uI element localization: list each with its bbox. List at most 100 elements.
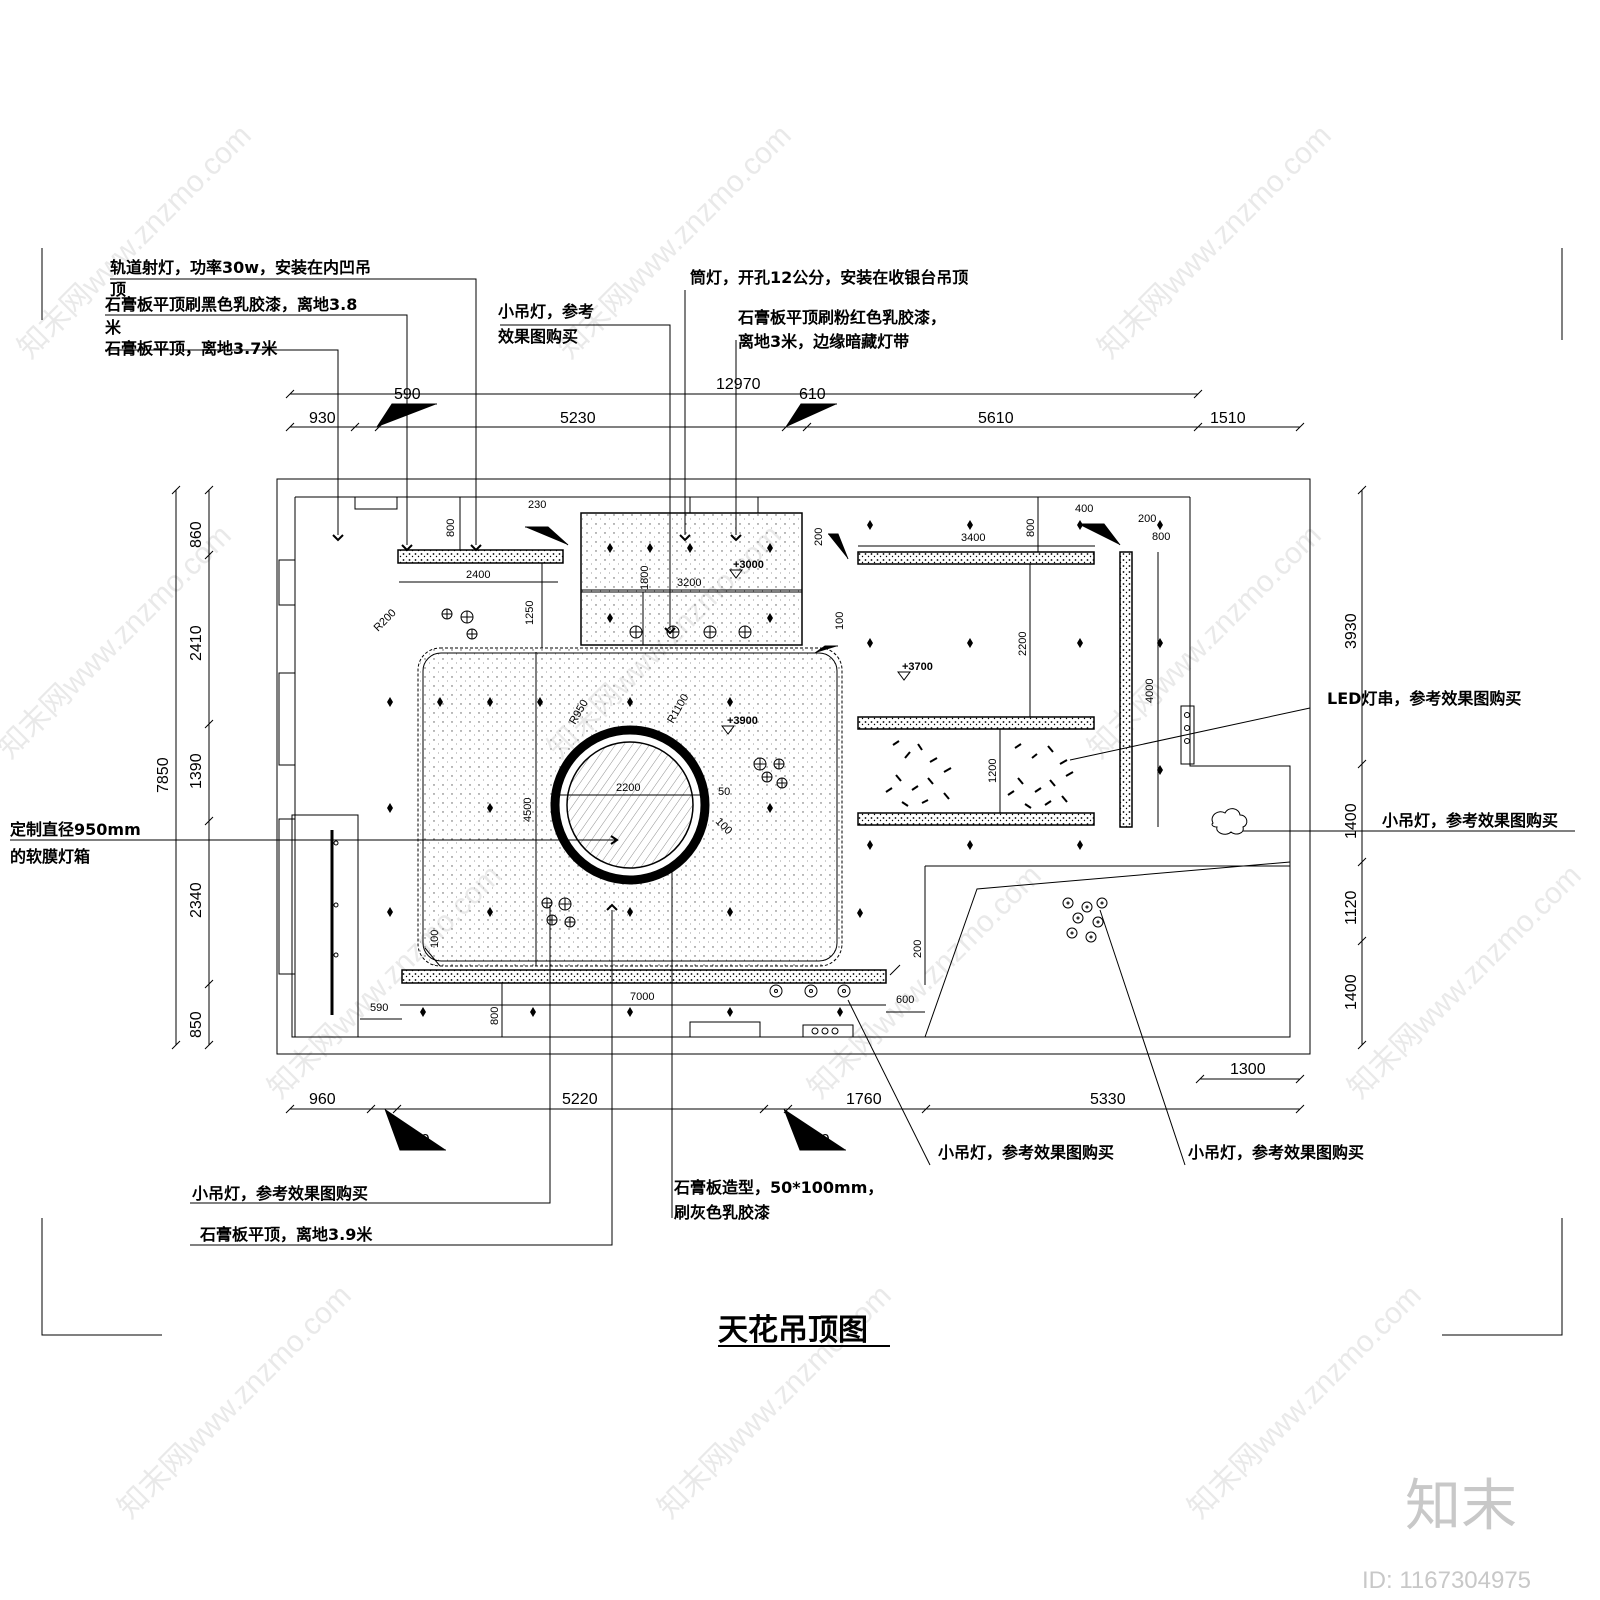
- level-label: +3700: [902, 661, 933, 673]
- beam: [857, 716, 1095, 730]
- note-pink-ceiling: 石膏板平顶刷粉红色乳胶漆，: [737, 308, 946, 327]
- note-gypsum-shape: 石膏板造型，50*100mm，: [673, 1178, 883, 1197]
- downlight-icon: [627, 907, 633, 917]
- dim-label: 200: [1138, 513, 1156, 525]
- downlight-icon: [767, 803, 773, 813]
- downlight-icon: [647, 543, 653, 553]
- cashier-ceiling: [580, 512, 803, 646]
- downlight-icon: [607, 613, 613, 623]
- led-strip-node-icons: [1184, 712, 1190, 744]
- dim-label: 800: [1152, 531, 1170, 543]
- pendant-lamp-icon: [1072, 912, 1084, 924]
- lightbox-cabinet: [291, 814, 359, 1038]
- beam: [857, 812, 1095, 826]
- window: [278, 672, 296, 766]
- downlight-icon: [727, 697, 733, 707]
- main-ceiling: [417, 647, 843, 967]
- note-small-pendant-bottom-mid: 小吊灯，参考效果图购买: [938, 1143, 1114, 1162]
- dim-label: 12970: [716, 376, 761, 393]
- dim-label: 1760: [846, 1091, 882, 1108]
- pendant-lamp-icon: [441, 608, 453, 620]
- dim-label: 2410: [188, 625, 205, 661]
- dim-label: 1400: [1343, 803, 1360, 839]
- beam: [401, 969, 887, 984]
- dimension-lines: [171, 389, 1367, 1151]
- dim-label: 930: [309, 410, 336, 427]
- note-led-strip: LED灯串，参考效果图购买: [1327, 689, 1521, 708]
- beam: [397, 549, 564, 564]
- leader-lines: [10, 278, 1575, 1246]
- dim-label: 1300: [1230, 1061, 1266, 1078]
- downlight-icon: [687, 543, 693, 553]
- note-pink-ceiling-cont: 离地3米，边缘暗藏灯带: [738, 332, 909, 351]
- dim-label: 100: [429, 930, 441, 948]
- cashier-ceiling-area: [580, 512, 803, 646]
- lightbox-circle: [566, 741, 694, 869]
- dim-label: 1800: [639, 566, 651, 590]
- downlight-icon: [967, 638, 973, 648]
- dim-label: 1400: [1343, 974, 1360, 1010]
- page-title: 天花吊顶图: [718, 1313, 868, 1348]
- watermark-text: 知末网www.znzmo.com: [112, 1279, 358, 1525]
- downlight-icon: [607, 543, 613, 553]
- downlight-icon: [727, 1007, 733, 1017]
- dim-label: 5610: [978, 410, 1014, 427]
- downlight-icon: [1077, 840, 1083, 850]
- downlight-icon: [420, 1007, 426, 1017]
- watermark-text: 知末网www.znzmo.com: [552, 119, 798, 365]
- downlight-icon: [767, 543, 773, 553]
- dim-label: 3930: [1343, 613, 1360, 649]
- pendant-lamp-icon: [1066, 927, 1078, 939]
- cloud-lamp-icon: [1211, 808, 1248, 835]
- dim-label: 2340: [188, 882, 205, 918]
- dim-label: 2200: [616, 782, 640, 794]
- downlight-icon: [437, 697, 443, 707]
- watermark-text: 知末网www.znzmo.com: [1082, 519, 1328, 765]
- downlight-icon: [867, 520, 873, 530]
- dim-label: 4500: [522, 798, 534, 822]
- downlight-icon: [967, 520, 973, 530]
- watermark-text: 知末网www.znzmo.com: [1182, 1279, 1428, 1525]
- dim-label: 610: [799, 386, 826, 403]
- note-black-ceiling-cont: 米: [105, 318, 122, 337]
- frame-corners: [41, 248, 1563, 1336]
- pendant-lamp-icons: [333, 608, 1248, 1035]
- downlight-icon: [530, 1007, 536, 1017]
- downlight-icon: [1077, 638, 1083, 648]
- pendant-lamp-icon: [541, 897, 553, 909]
- column: [354, 496, 398, 510]
- main-ceiling-edge: [422, 652, 838, 962]
- drawing-title: 天花吊顶图: [718, 1313, 890, 1348]
- downlight-icon: [837, 1007, 843, 1017]
- dim-label: 600: [403, 1132, 430, 1149]
- note-small-pendant-right: 小吊灯，参考效果图购买: [1382, 811, 1558, 830]
- fixture-ring-icons: [811, 1027, 839, 1035]
- downlight-icon: [487, 803, 493, 813]
- dim-label: 7000: [630, 991, 654, 1003]
- dim-label: 850: [188, 1011, 205, 1038]
- pendant-lamp-icon: [761, 771, 773, 783]
- pendant-lamp-icon: [769, 984, 783, 998]
- pendant-lamp-icon: [837, 984, 851, 998]
- dim-label: 50: [718, 786, 730, 798]
- note-lightbox-cont: 的软膜灯箱: [10, 847, 90, 866]
- downlight-icon: [767, 613, 773, 623]
- watermark-text: 知末网www.znzmo.com: [1092, 119, 1338, 365]
- beam: [857, 551, 1095, 565]
- note-small-pendant-top: 小吊灯，参考: [498, 302, 594, 321]
- dimension-texts: 12970 590 610 930 5230 5610 1510 960 522…: [155, 376, 1360, 1149]
- note-small-pendant-bottom-left: 小吊灯，参考效果图购买: [192, 1184, 368, 1203]
- note-gypsum-shape-cont: 刷灰色乳胶漆: [674, 1203, 770, 1222]
- note-flat-ceiling-37: 石膏板平顶，离地3.7米: [104, 339, 278, 358]
- pendant-lamp-icon: [546, 914, 558, 926]
- dim-label: 2400: [466, 569, 490, 581]
- pendant-lamp-icon: [629, 625, 643, 639]
- dim-label: 610: [803, 1132, 830, 1149]
- dim-label: 3400: [961, 532, 985, 544]
- dim-label: 230: [528, 499, 546, 511]
- dim-label: 590: [370, 1002, 388, 1014]
- downlight-icon: [1157, 520, 1163, 530]
- note-track-light-cont: 顶: [110, 280, 126, 299]
- note-small-pendant-bottom-right: 小吊灯，参考效果图购买: [1188, 1143, 1364, 1162]
